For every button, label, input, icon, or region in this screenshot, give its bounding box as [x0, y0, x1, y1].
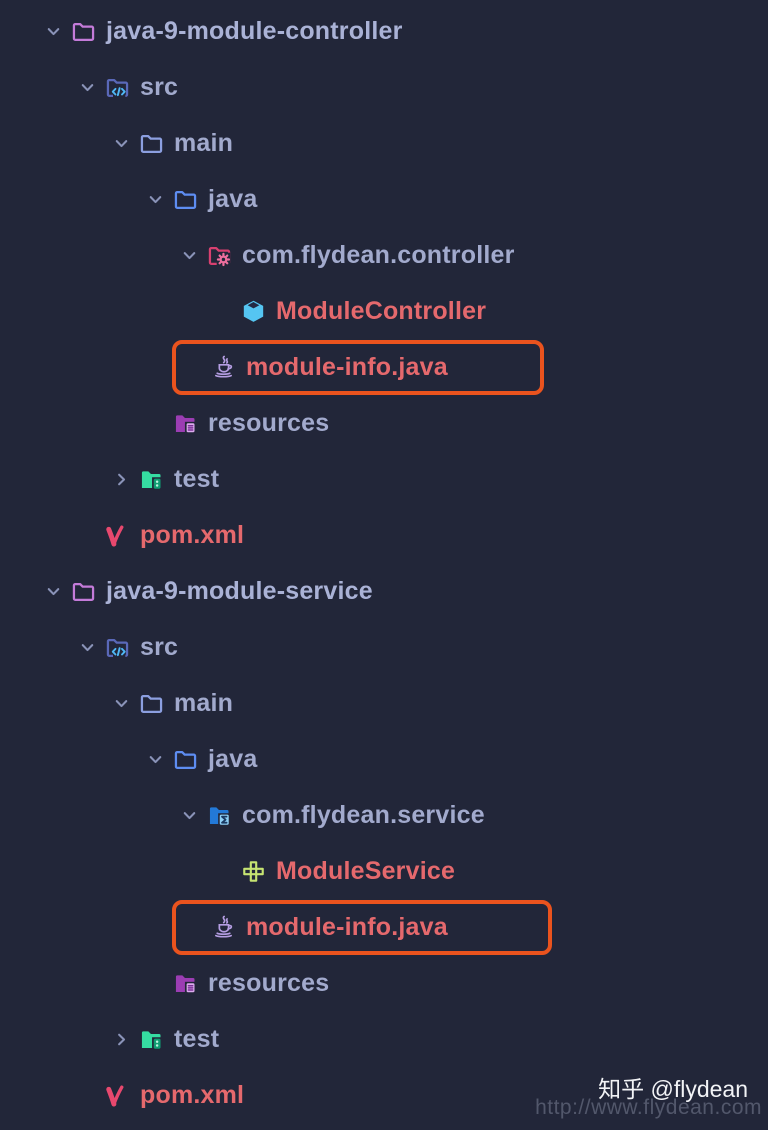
tree-row-modulecontroller[interactable]: ModuleController	[0, 283, 768, 339]
chevron-down-icon[interactable]	[172, 246, 206, 265]
src-folder-icon	[104, 74, 131, 101]
tree-item-label: test	[174, 1024, 220, 1053]
tree-item-label: test	[174, 464, 220, 493]
class-cube-icon	[240, 298, 267, 325]
chevron-right-icon[interactable]	[104, 470, 138, 489]
tree-row-moduleservice[interactable]: ModuleService	[0, 843, 768, 899]
tree-item-label: ModuleController	[276, 296, 487, 325]
tree-item-label: main	[174, 688, 234, 717]
tree-item-label: pom.xml	[140, 1080, 245, 1109]
tree-item-label: resources	[208, 408, 330, 437]
tree-row-java-9-module-controller[interactable]: java-9-module-controller	[0, 3, 768, 59]
tree-row-resources[interactable]: resources	[0, 955, 768, 1011]
folder-icon	[138, 130, 165, 157]
chevron-down-icon[interactable]	[104, 694, 138, 713]
tree-item-label: src	[140, 632, 179, 661]
tree-row-java[interactable]: java	[0, 731, 768, 787]
src-folder-icon	[104, 634, 131, 661]
tree-item-label: java-9-module-controller	[106, 16, 403, 45]
tree-item-label: src	[140, 72, 179, 101]
tree-row-main[interactable]: main	[0, 675, 768, 731]
java-sources-folder-icon	[172, 746, 199, 773]
chevron-down-icon[interactable]	[172, 806, 206, 825]
maven-pom-icon	[104, 522, 131, 549]
tree-item-label: java	[208, 744, 258, 773]
tree-row-src[interactable]: src	[0, 619, 768, 675]
tree-item-label: pom.xml	[140, 520, 245, 549]
highlight-box: module-info.java	[172, 339, 544, 395]
controller-package-folder-icon	[206, 242, 233, 269]
tree-row-java-9-module-service[interactable]: java-9-module-service	[0, 563, 768, 619]
project-folder-icon	[70, 18, 97, 45]
tree-item-label: main	[174, 128, 234, 157]
tree-row-src[interactable]: src	[0, 59, 768, 115]
tree-item-label: resources	[208, 968, 330, 997]
chevron-down-icon[interactable]	[36, 22, 70, 41]
tree-item-label: java	[208, 184, 258, 213]
chevron-right-icon[interactable]	[104, 1030, 138, 1049]
service-package-folder-icon	[206, 802, 233, 829]
tree-row-resources[interactable]: resources	[0, 395, 768, 451]
chevron-down-icon[interactable]	[70, 78, 104, 97]
tree-row-com-flydean-controller[interactable]: com.flydean.controller	[0, 227, 768, 283]
tree-row-pom-xml[interactable]: pom.xml	[0, 507, 768, 563]
tree-item-label: com.flydean.service	[242, 800, 485, 829]
chevron-down-icon[interactable]	[138, 750, 172, 769]
service-plus-icon	[240, 858, 267, 885]
java-file-icon	[210, 914, 237, 941]
chevron-down-icon[interactable]	[138, 190, 172, 209]
tree-row-module-info-java[interactable]: module-info.java	[0, 899, 768, 955]
tree-row-com-flydean-service[interactable]: com.flydean.service	[0, 787, 768, 843]
tree-row-test[interactable]: test	[0, 451, 768, 507]
java-file-icon	[210, 354, 237, 381]
tree-item-label: com.flydean.controller	[242, 240, 515, 269]
resources-folder-icon	[172, 410, 199, 437]
tree-row-module-info-java[interactable]: module-info.java	[0, 339, 768, 395]
chevron-down-icon[interactable]	[104, 134, 138, 153]
highlight-box: module-info.java	[172, 899, 552, 955]
tree-row-java[interactable]: java	[0, 171, 768, 227]
tree-item-label: module-info.java	[246, 352, 448, 381]
chevron-down-icon[interactable]	[70, 638, 104, 657]
test-folder-icon	[138, 1026, 165, 1053]
tree-row-main[interactable]: main	[0, 115, 768, 171]
folder-icon	[138, 690, 165, 717]
tree-item-label: module-info.java	[246, 912, 448, 941]
project-folder-icon	[70, 578, 97, 605]
maven-pom-icon	[104, 1082, 131, 1109]
tree-row-test[interactable]: test	[0, 1011, 768, 1067]
tree-row-pom-xml[interactable]: pom.xml	[0, 1067, 768, 1123]
test-folder-icon	[138, 466, 165, 493]
tree-item-label: java-9-module-service	[106, 576, 373, 605]
chevron-down-icon[interactable]	[36, 582, 70, 601]
resources-folder-icon	[172, 970, 199, 997]
java-sources-folder-icon	[172, 186, 199, 213]
tree-item-label: ModuleService	[276, 856, 456, 885]
